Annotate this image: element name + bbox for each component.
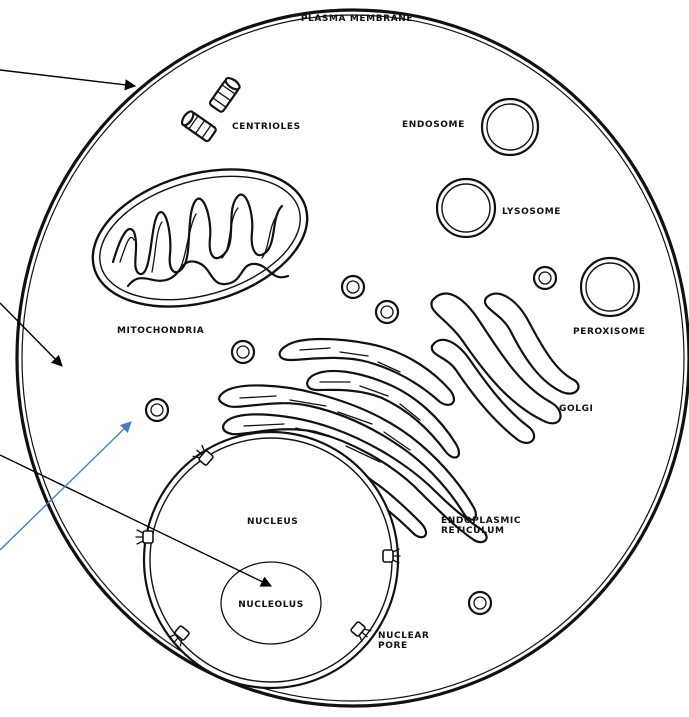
arrow-to-plasma-membrane [0, 70, 135, 86]
lysosome-label: LYSOSOME [502, 207, 561, 217]
er-label-line2: RETICULUM [441, 526, 505, 536]
mitochondria-label: MITOCHONDRIA [117, 326, 204, 336]
vesicle[interactable] [146, 399, 168, 421]
vesicle[interactable] [534, 267, 556, 289]
nucleus[interactable] [144, 432, 398, 688]
nuclear-pore-label-line2: PORE [378, 641, 408, 651]
nuclear-pore-label-line1: NUCLEAR [378, 631, 429, 641]
centrioles-label: CENTRIOLES [232, 122, 301, 132]
vesicle[interactable] [232, 341, 254, 363]
lysosome[interactable] [437, 179, 495, 237]
er-label-line1: ENDOPLASMIC [441, 516, 521, 526]
endosome-label: ENDOSOME [402, 120, 465, 130]
vesicle[interactable] [469, 592, 491, 614]
peroxisome[interactable] [581, 258, 639, 316]
vesicle[interactable] [342, 276, 364, 298]
plasma-membrane-label: PLASMA MEMBRANE [301, 14, 413, 24]
golgi-label: GOLGI [559, 404, 594, 414]
peroxisome-label: PEROXISOME [573, 327, 646, 337]
nucleus-label: NUCLEUS [247, 517, 298, 527]
nucleolus-label: NUCLEOLUS [238, 600, 304, 610]
endosome[interactable] [482, 99, 538, 155]
vesicle[interactable] [376, 301, 398, 323]
